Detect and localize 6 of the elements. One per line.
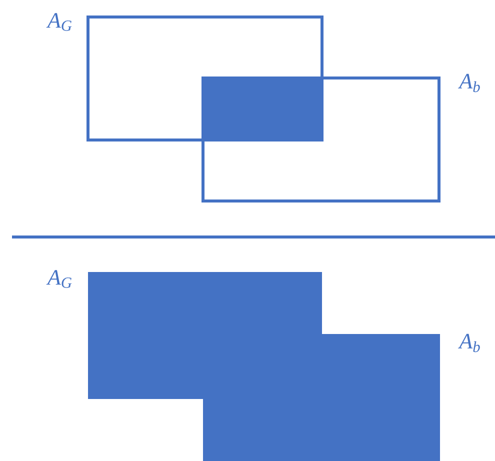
intersection-area bbox=[202, 76, 324, 142]
filled-rectangle bbox=[203, 334, 440, 461]
rectangle-label: A$_{G}$ bbox=[46, 13, 72, 31]
rectangle-label: A$_{b}$ bbox=[458, 334, 480, 352]
rectangle-label: A$_{b}$ bbox=[458, 74, 480, 92]
rectangle-label: A$_{G}$ bbox=[46, 270, 72, 288]
